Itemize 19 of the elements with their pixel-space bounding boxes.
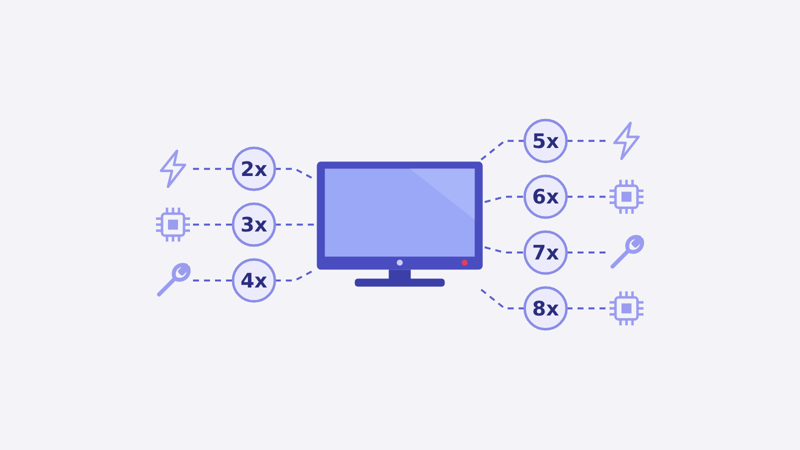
connector	[566, 140, 607, 142]
connector	[480, 140, 525, 161]
connector	[193, 168, 234, 170]
connector	[193, 224, 234, 226]
node-circle: 4x	[232, 258, 276, 303]
connector	[566, 308, 607, 310]
connector	[566, 252, 607, 254]
connector	[566, 196, 607, 198]
connector	[484, 246, 525, 254]
connector	[484, 196, 525, 204]
node-circle: 3x	[232, 202, 276, 248]
connector	[480, 289, 525, 310]
node-circle: 6x	[524, 174, 568, 220]
node-circle: 7x	[524, 230, 568, 276]
node-circle: 2x	[232, 147, 276, 192]
node-circle: 5x	[524, 119, 568, 164]
connector	[275, 224, 316, 226]
connector	[193, 280, 234, 282]
node-circle: 8x	[524, 286, 568, 331]
